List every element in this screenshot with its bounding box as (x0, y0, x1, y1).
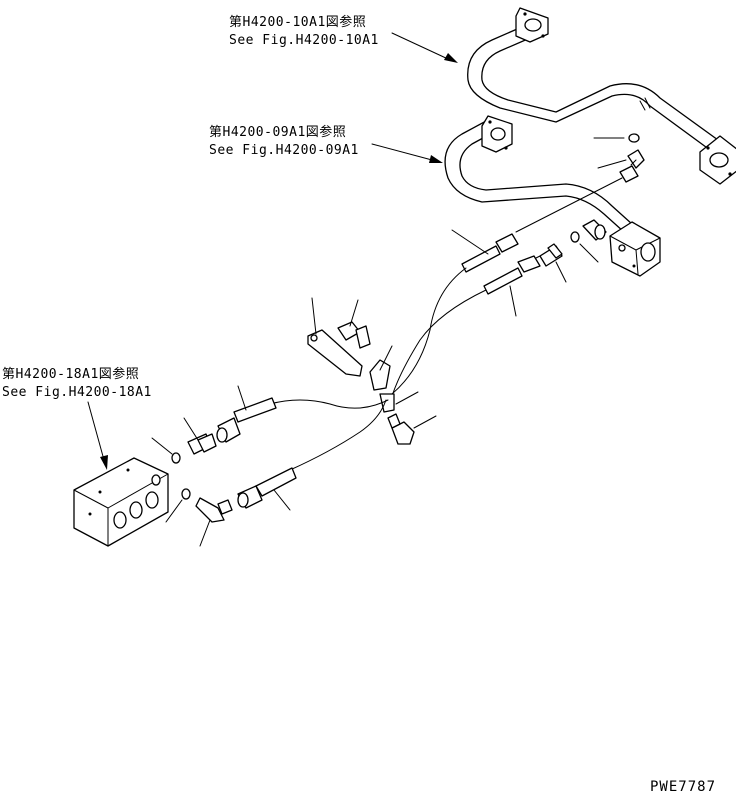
straight-adapter-right (535, 243, 563, 267)
hose-left-lower (237, 399, 387, 509)
elbow-fitting-top (619, 149, 645, 183)
reference-label-middle: 第H4200-09A1図参照 See Fig.H4200-09A1 (209, 124, 359, 158)
valve-block (73, 457, 169, 547)
arrow-left-ref (87, 401, 108, 470)
reference-left-jp: 第H4200-18A1図参照 (2, 366, 139, 382)
reference-middle-en: See Fig.H4200-09A1 (209, 143, 359, 158)
elbow-fitting-center (387, 413, 415, 445)
reference-top-jp: 第H4200-10A1図参照 (229, 14, 366, 30)
arrow-middle-ref (371, 143, 443, 163)
hose-upper (391, 177, 623, 395)
o-ring-top (628, 133, 640, 143)
reference-left-en: See Fig.H4200-18A1 (2, 385, 152, 400)
middle-tube (444, 115, 633, 233)
o-ring-left-lower (181, 488, 191, 500)
arrow-top-ref (391, 32, 458, 63)
hose-lower (391, 255, 541, 397)
o-ring-right (570, 231, 580, 243)
spacer-ring (582, 219, 607, 241)
straight-adapter-left (187, 433, 217, 455)
hose-clamp (369, 359, 395, 413)
elbow-adapter-left (195, 497, 233, 523)
clamp-bracket (307, 321, 371, 377)
upper-tube (467, 7, 736, 185)
reference-label-left: 第H4200-18A1図参照 See Fig.H4200-18A1 (2, 366, 152, 400)
o-ring-left-upper (171, 452, 181, 464)
right-block (609, 221, 661, 277)
hose-left-upper (216, 397, 389, 443)
leader-lines (151, 137, 627, 547)
reference-middle-jp: 第H4200-09A1図参照 (209, 124, 346, 140)
drawing-code: PWE7787 (650, 779, 716, 795)
reference-label-top: 第H4200-10A1図参照 See Fig.H4200-10A1 (229, 14, 379, 48)
reference-top-en: See Fig.H4200-10A1 (229, 33, 379, 48)
